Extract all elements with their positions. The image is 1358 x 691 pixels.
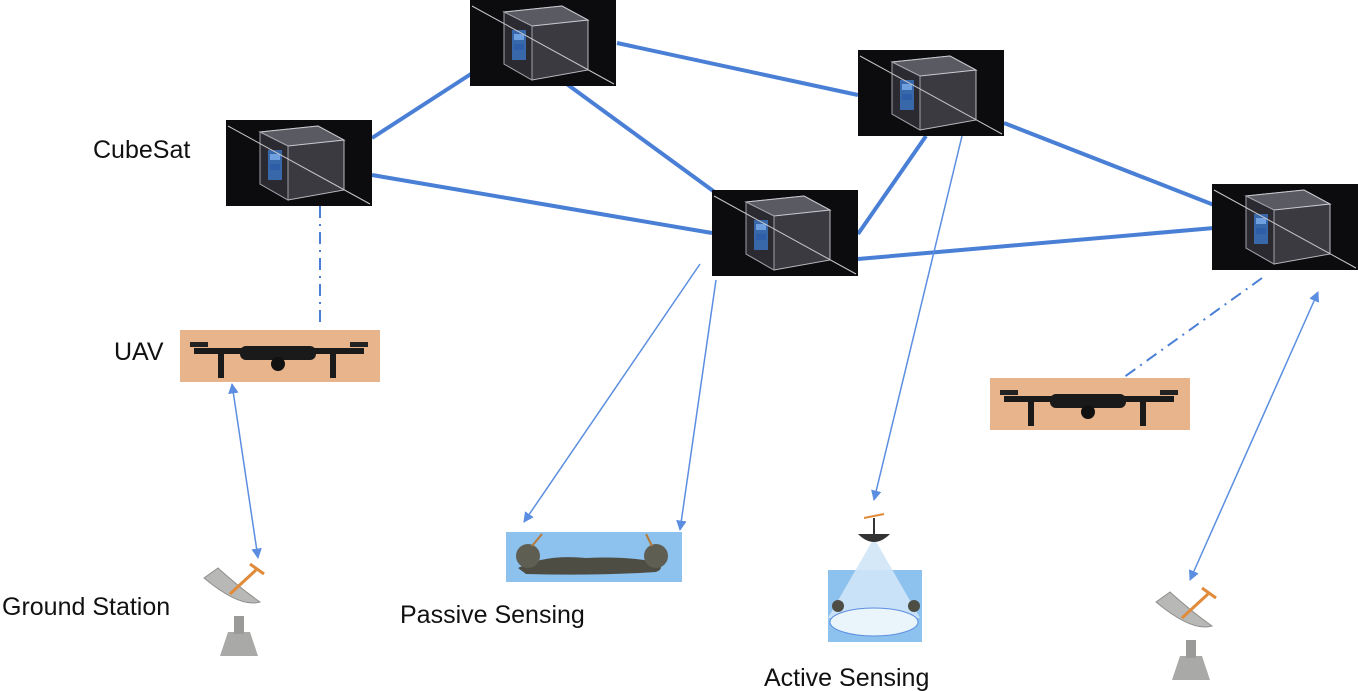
ground-station-label: Ground Station: [2, 593, 170, 621]
link-cubesat1-cubesat5: [371, 173, 713, 235]
sensing-arrows: [228, 135, 1319, 581]
passive-sensing-label: Passive Sensing: [400, 601, 585, 629]
cubesat-label: CubeSat: [93, 136, 190, 164]
link-cubesat3-cubesat4: [1003, 121, 1215, 207]
drone-icon: [990, 378, 1190, 430]
cubesat-node: [1211, 183, 1358, 271]
drone-icon: [180, 330, 380, 382]
arrow-cubesat5-passive-left: [523, 263, 701, 523]
cubesat-node: [469, 0, 617, 87]
link-cubesat5-cubesat4: [857, 226, 1215, 261]
satellite-links: [370, 41, 1215, 261]
link-cubesat4-uav2: [1119, 277, 1263, 381]
link-cubesat3-cubesat5: [856, 134, 928, 236]
cubesat-node: [225, 119, 373, 207]
passive-sensing-icon: [506, 532, 682, 582]
uav-label: UAV: [114, 338, 164, 366]
arrow-uav1-ground1: [228, 382, 262, 560]
arrow-cubesat3-active: [871, 135, 963, 502]
active-sensing-label: Active Sensing: [764, 664, 929, 691]
link-cubesat2-cubesat3: [616, 41, 859, 97]
arrow-cubesat5-passive-right: [676, 279, 717, 532]
link-cubesat2-cubesat5: [562, 80, 718, 195]
arrow-cubesat4-ground2: [1189, 291, 1319, 581]
cubesat-node: [711, 189, 859, 277]
cubesat-node: [857, 49, 1005, 137]
satellite-dish-icon: [1150, 582, 1228, 682]
active-sensing-icon: [828, 513, 922, 642]
satellite-dish-icon: [198, 558, 276, 658]
link-cubesat1-cubesat2: [370, 70, 476, 140]
